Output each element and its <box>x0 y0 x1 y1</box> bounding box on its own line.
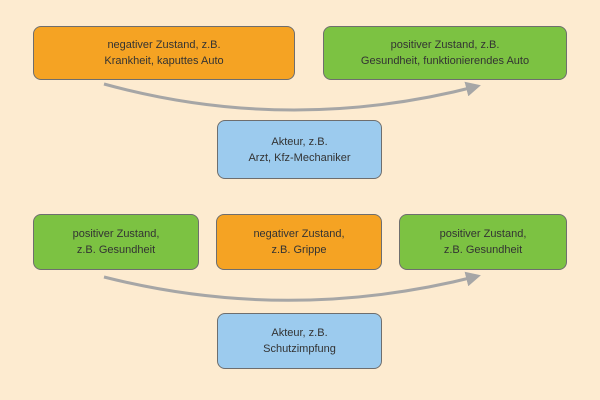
actor-line2: Arzt, Kfz-Mechaniker <box>248 151 351 164</box>
negative-state-2-line2: z.B. Grippe <box>271 244 327 256</box>
negative-state-line2: Krankheit, kaputtes Auto <box>104 55 224 67</box>
positive-state-line2: Gesundheit, funktionierendes Auto <box>360 55 530 67</box>
negative-state-2-line1: negativer Zustand, <box>253 228 345 240</box>
initial-positive-state-line1: positiver Zustand, <box>72 228 160 240</box>
actor-box-2: Akteur, z.B. Schutzimpfung <box>217 313 382 369</box>
transition-arrow-bottom <box>103 271 481 302</box>
final-positive-state-line2: z.B. Gesundheit <box>443 244 523 256</box>
transition-arrow-top <box>103 81 481 112</box>
positive-state-line1: positiver Zustand, z.B. <box>390 39 500 51</box>
actor-line1: Akteur, z.B. <box>271 135 328 148</box>
final-positive-state-box: positiver Zustand, z.B. Gesundheit <box>399 214 567 270</box>
positive-state-box: positiver Zustand, z.B. Gesundheit, funk… <box>323 26 567 80</box>
actor-box: Akteur, z.B. Arzt, Kfz-Mechaniker <box>217 120 382 179</box>
actor-2-line1: Akteur, z.B. <box>271 327 328 339</box>
negative-state-line1: negativer Zustand, z.B. <box>107 39 221 51</box>
initial-positive-state-box: positiver Zustand, z.B. Gesundheit <box>33 214 199 270</box>
negative-state-box-2: negativer Zustand, z.B. Grippe <box>216 214 382 270</box>
negative-state-box: negativer Zustand, z.B. Krankheit, kaput… <box>33 26 295 80</box>
actor-2-line2: Schutzimpfung <box>263 343 336 355</box>
final-positive-state-line1: positiver Zustand, <box>439 228 527 240</box>
initial-positive-state-line2: z.B. Gesundheit <box>76 244 156 256</box>
